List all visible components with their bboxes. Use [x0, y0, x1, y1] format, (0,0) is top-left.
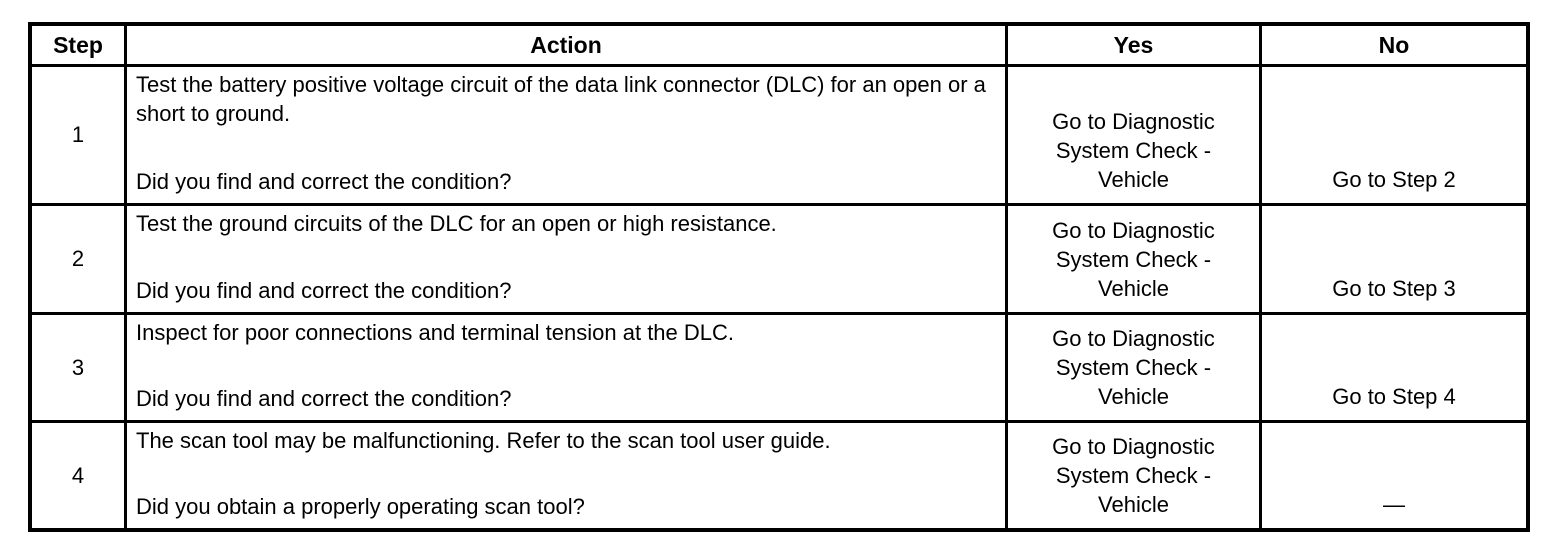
row-2-yes-cell: Go to Diagnostic System Check - Vehicle — [1008, 206, 1259, 312]
diagnostic-procedure-table: Step Action Yes No 1 Test the battery po… — [28, 22, 1530, 532]
row-1-action-description: Test the battery positive voltage circui… — [136, 72, 986, 126]
row-1-step-number: 1 — [71, 122, 85, 147]
row-1-action-question: Did you find and correct the condition? — [136, 169, 512, 194]
row-3-action-description: Inspect for poor connections and termina… — [136, 320, 735, 345]
row-3-step-cell: 3 — [32, 315, 124, 420]
row-4-action-question: Did you obtain a properly operating scan… — [136, 494, 585, 519]
row-4-yes-cell: Go to Diagnostic System Check - Vehicle — [1008, 423, 1259, 528]
header-action-label: Action — [530, 31, 602, 58]
row-4-step-cell: 4 — [32, 423, 124, 528]
row-3-yes-value: Go to Diagnostic System Check - Vehicle — [1052, 326, 1215, 409]
header-cell-action: Action — [127, 26, 1005, 64]
row-1-yes-cell: Go to Diagnostic System Check - Vehicle — [1008, 67, 1259, 203]
header-cell-yes: Yes — [1008, 26, 1259, 64]
row-3-no-value: Go to Step 4 — [1332, 384, 1456, 409]
row-2-action-description: Test the ground circuits of the DLC for … — [136, 211, 777, 236]
row-4-action-cell: The scan tool may be malfunctioning. Ref… — [127, 423, 1005, 528]
row-2-action-cell: Test the ground circuits of the DLC for … — [127, 206, 1005, 312]
row-2-action-question: Did you find and correct the condition? — [136, 278, 512, 303]
row-4-action-description: The scan tool may be malfunctioning. Ref… — [136, 428, 831, 453]
row-4-yes-value: Go to Diagnostic System Check - Vehicle — [1052, 434, 1215, 517]
header-cell-step: Step — [32, 26, 124, 64]
row-3-yes-cell: Go to Diagnostic System Check - Vehicle — [1008, 315, 1259, 420]
row-2-step-cell: 2 — [32, 206, 124, 312]
row-3-action-cell: Inspect for poor connections and termina… — [127, 315, 1005, 420]
row-2-no-cell: Go to Step 3 — [1262, 206, 1526, 312]
row-1-action-cell: Test the battery positive voltage circui… — [127, 67, 1005, 203]
header-cell-no: No — [1262, 26, 1526, 64]
row-1-no-value: Go to Step 2 — [1332, 167, 1456, 192]
row-4-no-value: — — [1383, 492, 1405, 517]
header-step-label: Step — [53, 31, 103, 58]
row-4-step-number: 4 — [71, 462, 85, 488]
row-2-step-number: 2 — [71, 246, 85, 271]
row-2-no-value: Go to Step 3 — [1332, 276, 1456, 301]
row-2-yes-value: Go to Diagnostic System Check - Vehicle — [1052, 218, 1215, 301]
row-1-yes-value: Go to Diagnostic System Check - Vehicle — [1052, 109, 1215, 192]
header-no-label: No — [1378, 31, 1410, 58]
row-3-no-cell: Go to Step 4 — [1262, 315, 1526, 420]
row-3-action-question: Did you find and correct the condition? — [136, 386, 512, 411]
row-3-step-number: 3 — [71, 354, 85, 380]
row-1-step-cell: 1 — [32, 67, 124, 203]
row-1-no-cell: Go to Step 2 — [1262, 67, 1526, 203]
row-4-no-cell: — — [1262, 423, 1526, 528]
header-yes-label: Yes — [1113, 31, 1154, 58]
